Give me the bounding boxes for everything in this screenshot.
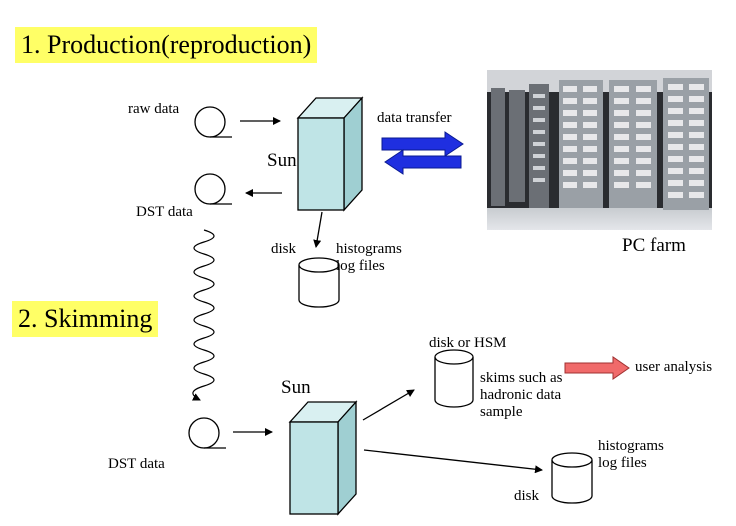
disk-or-hsm-label: disk or HSM: [429, 335, 507, 351]
data-transfer-label: data transfer: [377, 110, 452, 126]
skim-dst-tape-icon: [188, 417, 226, 449]
section-skimming-title: 2. Skimming: [12, 301, 159, 337]
hsm-disk-icon: [434, 349, 474, 408]
dst-data-label: DST data: [136, 204, 193, 220]
transfer-left-arrow: [384, 149, 462, 175]
skim-disk-icon: [551, 452, 593, 504]
skim-sun-server-label: Sun: [281, 377, 311, 398]
dst-data-tape-icon: [194, 173, 232, 205]
wavy-connector: [191, 229, 215, 401]
skims-description: skims such as hadronic data sample: [480, 370, 563, 420]
sun-server-label: Sun: [267, 150, 297, 171]
production-disk-contents: histograms log files: [336, 241, 402, 274]
skim-disk-contents: histograms log files: [598, 438, 664, 471]
skim-to-hsm-arrow: [362, 389, 415, 421]
user-analysis-arrow: [564, 356, 630, 380]
section-production-title: 1. Production(reproduction): [15, 27, 318, 63]
skim-sun-server-icon: [288, 400, 358, 516]
skim-to-disk-arrow: [363, 449, 543, 474]
raw-data-tape-icon: [194, 106, 232, 138]
transfer-right-arrow: [381, 131, 464, 157]
sun-server-icon: [296, 96, 364, 212]
user-analysis-label: user analysis: [635, 359, 713, 375]
skim-disk-label: disk: [514, 488, 540, 504]
production-disk-label: disk: [271, 241, 297, 257]
pc-farm-photo: [487, 70, 712, 230]
production-disk-icon: [298, 257, 340, 308]
pc-farm-label: PC farm: [622, 235, 686, 256]
server-to-disk-arrow: [313, 211, 323, 248]
skim-dst-data-label: DST data: [108, 456, 165, 472]
raw-data-label: raw data: [128, 101, 180, 117]
